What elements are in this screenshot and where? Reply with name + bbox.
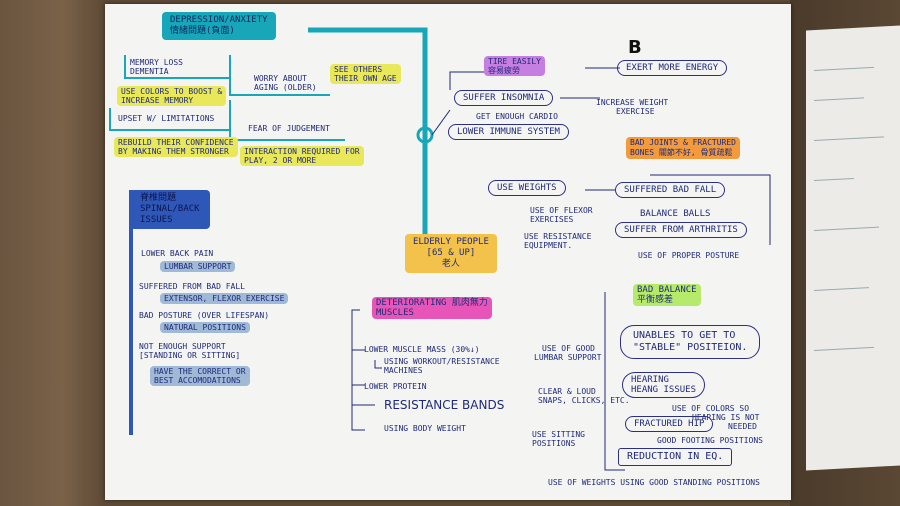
- body-weight-label: USING BODY WEIGHT: [384, 424, 466, 433]
- depression-cn: 情緒問題(負面): [170, 26, 235, 36]
- bad-joints-node: BAD JOINTS & FRACTURED BONES 關節不好, 骨質疏鬆: [626, 137, 740, 159]
- suffer-insomnia-node: SUFFER INSOMNIA: [454, 90, 554, 106]
- resistance-bands-label: RESISTANCE BANDS: [384, 398, 505, 412]
- lower-immune-node: LOWER IMMUNE SYSTEM: [448, 124, 569, 140]
- b-marker: B: [628, 37, 642, 58]
- proper-posture-label: USE OF PROPER POSTURE: [638, 251, 740, 260]
- lower-protein-label: LOWER PROTEIN: [364, 382, 427, 391]
- weights-standing-label: USE OF WEIGHTS USING GOOD STANDING POSIT…: [548, 478, 760, 487]
- deteriorating-muscles-node: DETERIORATING 肌肉無力 MUSCLES: [372, 297, 492, 319]
- corkboard-left: [0, 0, 105, 506]
- use-colors-note: USE COLORS TO BOOST &INCREASE MEMORY: [117, 86, 227, 106]
- suffered-bad-fall-node: SUFFERED BAD FALL: [615, 182, 726, 198]
- arthritis-node: SUFFER FROM ARTHRITIS: [615, 222, 747, 238]
- depression-title: DEPRESSION/ANXIETY: [170, 15, 268, 25]
- natural-positions-note: NATURAL POSITIONS: [160, 322, 250, 333]
- suffered-fall-label: SUFFERED FROM BAD FALL: [139, 282, 245, 291]
- extensor-note: EXTENSOR, FLEXOR EXERCISE: [160, 293, 289, 304]
- bad-posture-label: BAD POSTURE (OVER LIFESPAN): [139, 311, 270, 320]
- enough-cardio-label: GET ENOUGH CARDIO: [476, 112, 558, 121]
- upset-limitations-label: UPSET W/ LIMITATIONS: [118, 114, 215, 123]
- use-weights-node: USE WEIGHTS: [488, 180, 566, 196]
- lumbar-support-note: LUMBAR SUPPORT: [160, 261, 236, 272]
- good-footing-label: GOOD FOOTING POSITIONS: [657, 436, 763, 445]
- fractured-hip-node: FRACTURED HIP: [625, 416, 714, 432]
- fear-judgement-label: FEAR OF JUDGEMENT: [248, 124, 330, 133]
- not-enough-support-label: NOT ENOUGH SUPPORT[STANDING OR SITTING]: [139, 342, 241, 360]
- unable-stable-node: UNABLES TO GET TO"STABLE" POSITEION.: [620, 325, 761, 359]
- lower-muscle-mass-label: LOWER MUSCLE MASS (30%↓): [364, 345, 480, 354]
- depression-anxiety-node: DEPRESSION/ANXIETY 情緒問題(負面): [162, 12, 276, 40]
- elderly-people-node: ELDERLY PEOPLE[65 & UP]老人: [405, 234, 497, 273]
- lower-back-pain-label: LOWER BACK PAIN: [141, 249, 214, 258]
- reduction-node: REDUCTION IN EQ.: [618, 448, 733, 466]
- exert-energy-node: EXERT MORE ENERGY: [617, 60, 728, 76]
- balance-balls-label: BALANCE BALLS: [640, 209, 711, 219]
